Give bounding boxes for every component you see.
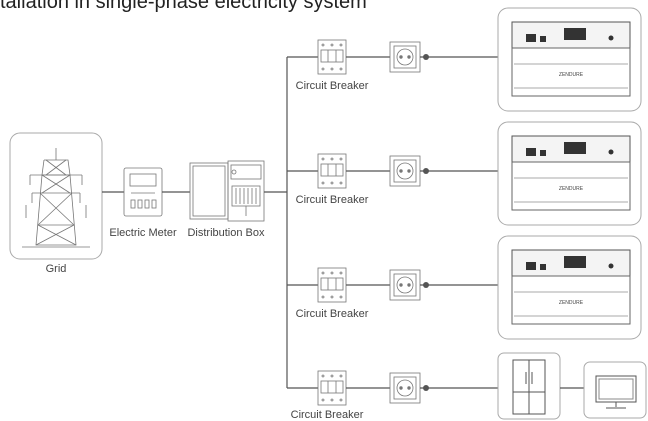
circuit-breaker-icon bbox=[317, 153, 347, 189]
breaker-label-2: Circuit Breaker bbox=[296, 194, 369, 206]
branch-4: Circuit Breaker bbox=[287, 352, 647, 421]
grid-label: Grid bbox=[46, 263, 67, 275]
power-socket-icon bbox=[389, 41, 421, 73]
power-socket-icon bbox=[389, 269, 421, 301]
electric-meter-node: Electric Meter bbox=[109, 167, 177, 239]
battery-brand-3: ZENDURE bbox=[559, 300, 584, 306]
distribution-box-icon bbox=[189, 160, 265, 222]
refrigerator-icon bbox=[497, 352, 561, 420]
power-socket-icon bbox=[389, 155, 421, 187]
battery-unit-icon: ZENDURE bbox=[497, 121, 642, 226]
branch-2: Circuit Breaker ZENDURE bbox=[287, 121, 642, 226]
battery-unit-icon: ZENDURE bbox=[497, 235, 642, 340]
breaker-label-3: Circuit Breaker bbox=[296, 308, 369, 320]
circuit-breaker-icon bbox=[317, 370, 347, 406]
transmission-tower-icon bbox=[22, 148, 90, 248]
breaker-label-4: Circuit Breaker bbox=[291, 409, 364, 421]
branch-3: Circuit Breaker ZENDURE bbox=[287, 235, 642, 340]
meter-label: Electric Meter bbox=[109, 227, 177, 239]
electric-meter-icon bbox=[123, 167, 163, 217]
grid-node: Grid bbox=[9, 132, 103, 275]
breaker-label-1: Circuit Breaker bbox=[296, 80, 369, 92]
distribution-box-node: Distribution Box bbox=[187, 160, 265, 239]
power-socket-icon bbox=[389, 372, 421, 404]
battery-unit-icon: ZENDURE bbox=[497, 7, 642, 112]
branch-1: Circuit Breaker ZENDURE bbox=[287, 7, 642, 112]
battery-brand-2: ZENDURE bbox=[559, 186, 584, 192]
circuit-breaker-icon bbox=[317, 267, 347, 303]
battery-brand-1: ZENDURE bbox=[559, 72, 584, 78]
diagram-title: tallation in single-phase electricity sy… bbox=[0, 0, 367, 13]
distribution-label: Distribution Box bbox=[187, 227, 265, 239]
circuit-breaker-icon bbox=[317, 39, 347, 75]
television-icon bbox=[583, 361, 647, 419]
